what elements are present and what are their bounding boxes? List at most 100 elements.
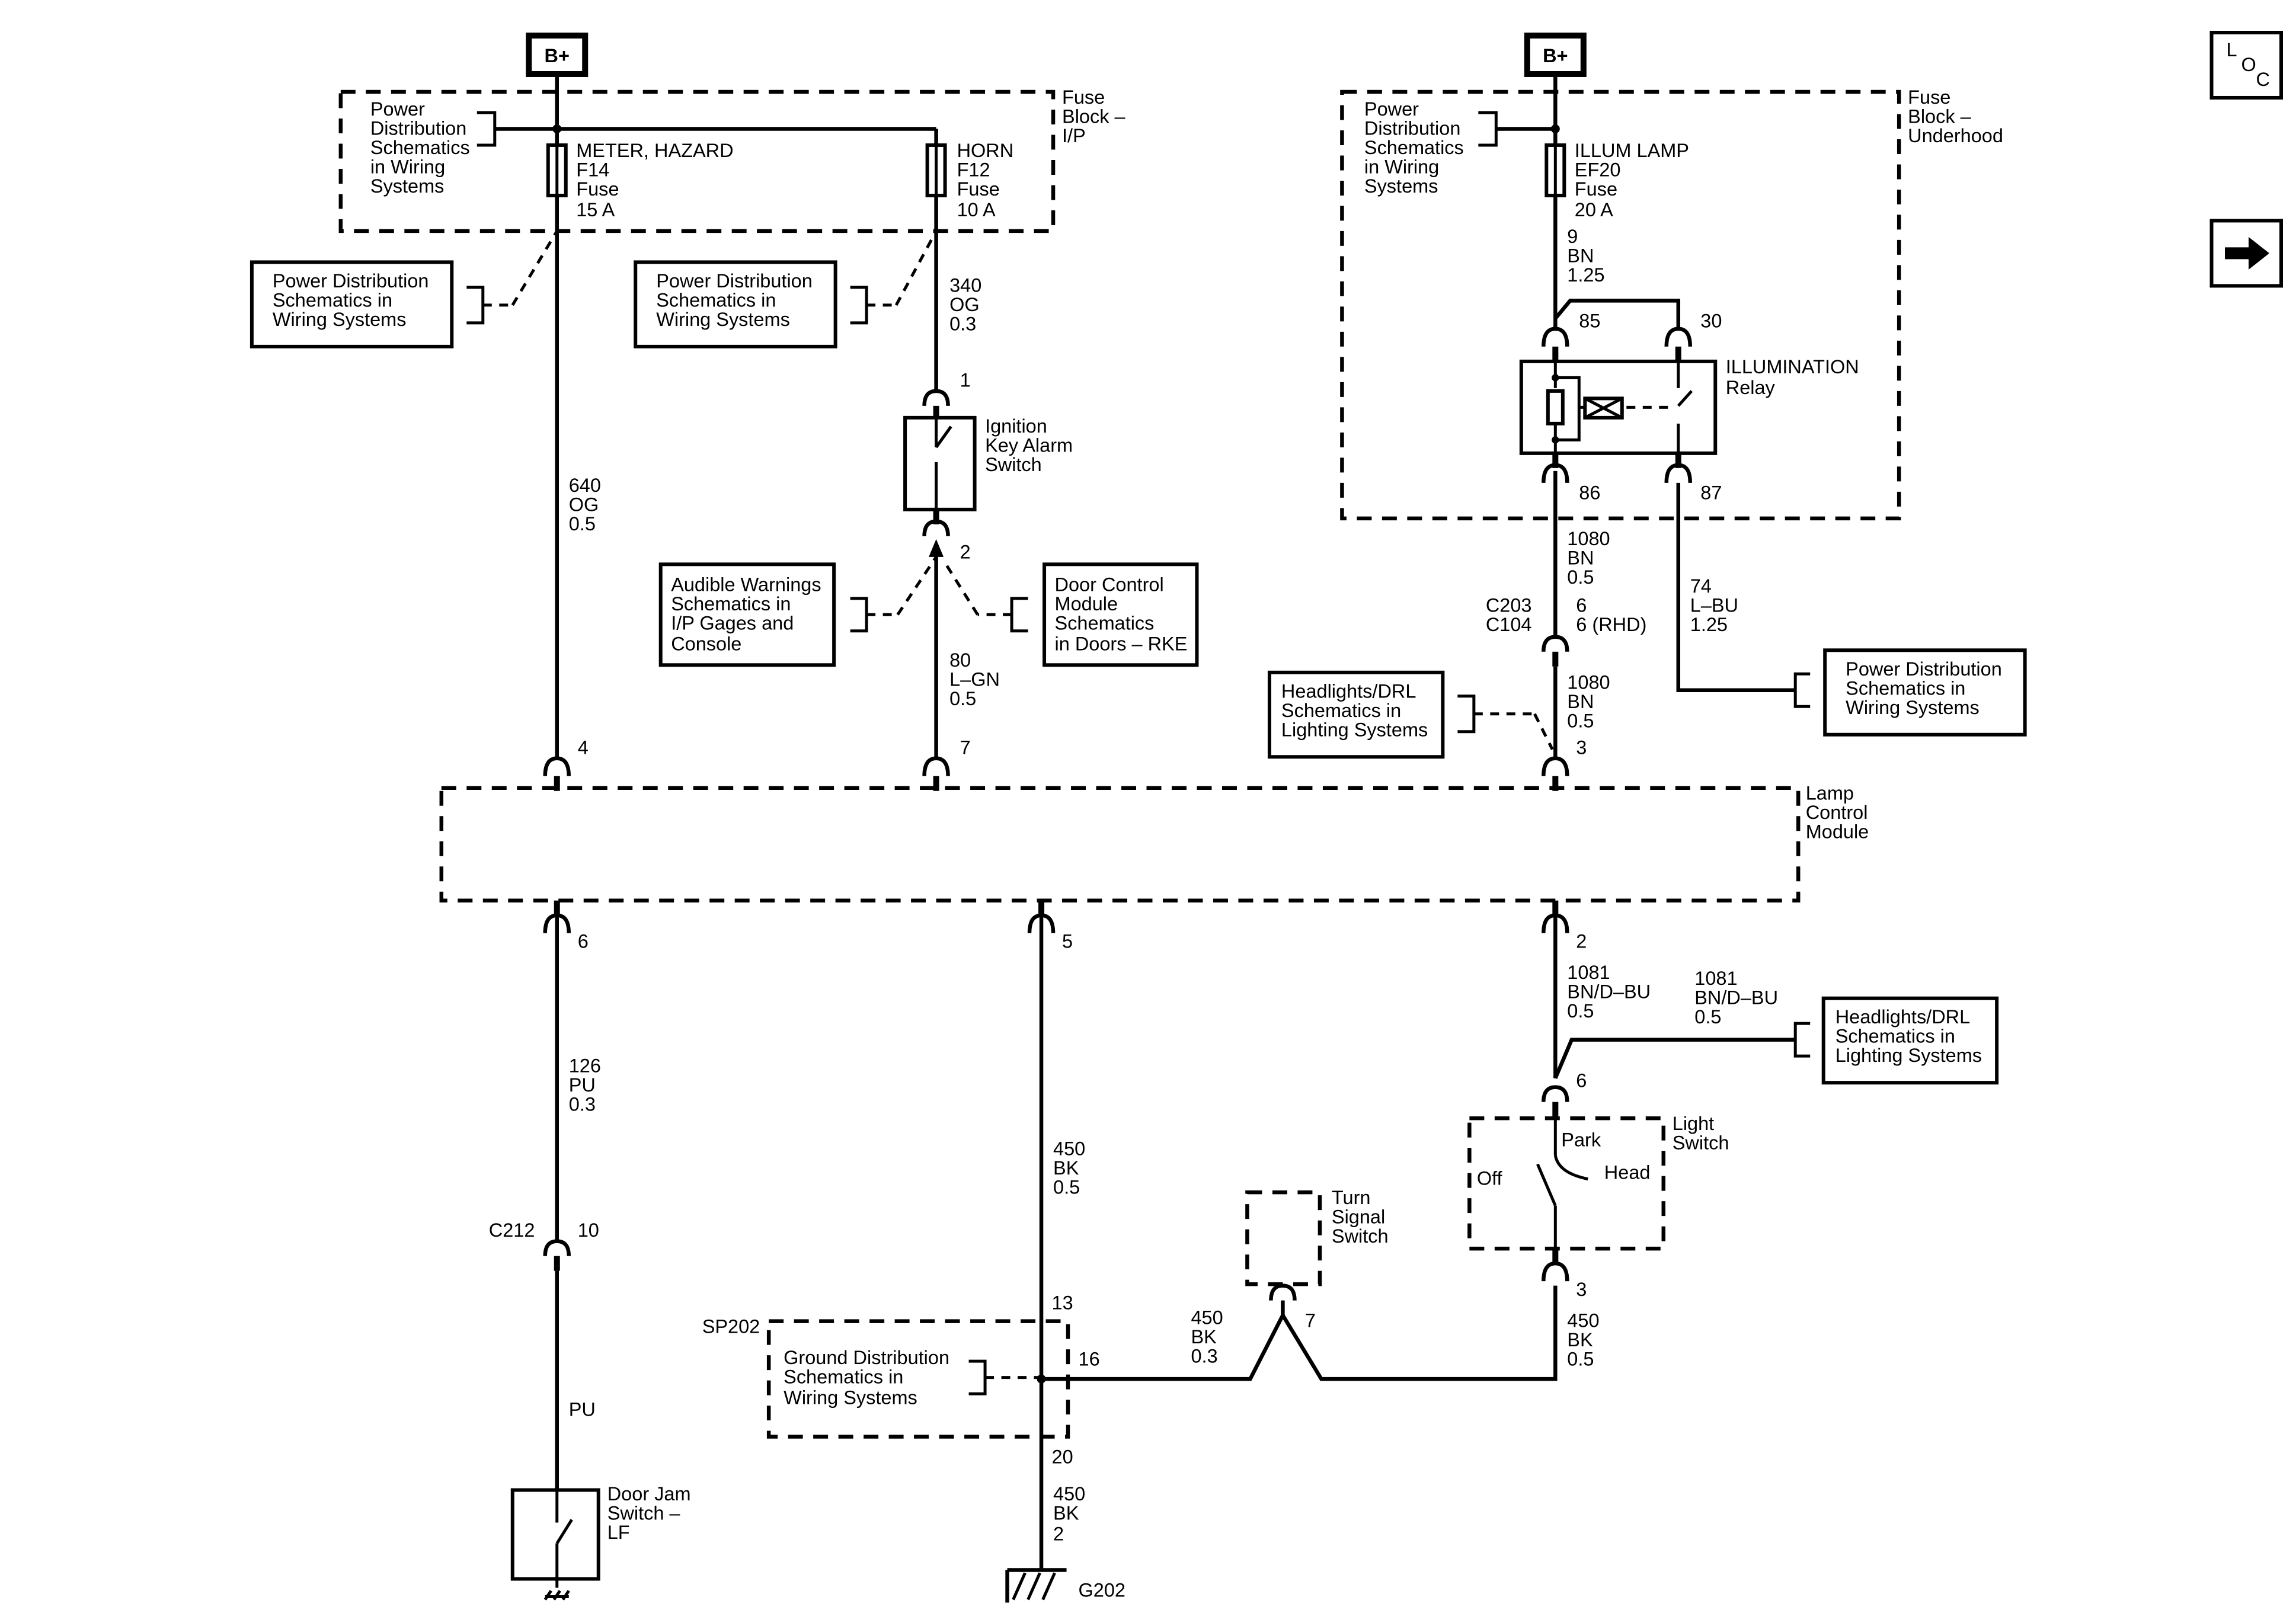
wire-640-label: 640 OG 0.5 — [569, 475, 606, 534]
fuse-ef20-label: ILLUM LAMP EF20 Fuse 20 A — [1575, 140, 1694, 220]
connector-c212-label: C212 — [489, 1219, 535, 1241]
battery-label: B+ — [545, 45, 570, 66]
svg-text:Power Distribution Schem: Power Distribution Schematics in Wiring … — [656, 270, 818, 330]
pin-2b-label: 2 — [1576, 931, 1587, 952]
turn-signal-switch: Turn Signal Switch — [1245, 1187, 1390, 1286]
fuse-block-underhood-label: Fuse Block – Underhood — [1908, 87, 2003, 146]
wire-450-b-label: 450 BK 0.3 — [1191, 1307, 1228, 1367]
relay-pin-87: 87 — [1700, 482, 1722, 503]
wire-1080-lower-label: 1080 BN 0.5 — [1567, 671, 1615, 731]
svg-text:Headlights/DRL Schematic: Headlights/DRL Schematics in Lighting Sy… — [1835, 1006, 1982, 1066]
svg-text:Turn Signal Switch: Turn Signal Switch — [1332, 1187, 1390, 1247]
sp202-pin-20: 20 — [1052, 1446, 1073, 1468]
pin-4-label: 4 — [578, 737, 589, 758]
pin-1-label: 1 — [960, 369, 971, 391]
light-park-label: Park — [1561, 1129, 1601, 1151]
svg-text:O: O — [2241, 54, 2256, 75]
svg-text:Ground Distribution Sche: Ground Distribution Schematics in Wiring… — [784, 1347, 955, 1408]
wire-1081-branch — [1553, 1038, 1796, 1079]
pin-3-label: 3 — [1576, 737, 1587, 758]
svg-text:Headlights/DRL Schematic: Headlights/DRL Schematics in Lighting Sy… — [1281, 680, 1428, 740]
loc-icon[interactable]: L O C — [2209, 30, 2284, 100]
wire-450-c-label: 450 BK 0.5 — [1567, 1310, 1604, 1370]
fuse-block-underhood-note: Power Distribution Schematics in Wiring … — [1364, 98, 1469, 197]
connector-c212 — [543, 1239, 571, 1256]
g202-label: G202 — [1079, 1580, 1125, 1601]
svg-text:Door Jam Switch –: Door Jam Switch – LF — [607, 1483, 696, 1543]
wire-pu-label: PU — [569, 1399, 596, 1420]
svg-text:Ignition Key Alarm: Ignition Key Alarm Switch — [985, 415, 1078, 475]
pin-5-label: 5 — [1062, 931, 1073, 952]
battery-label-right: B+ — [1543, 45, 1568, 66]
pin-2-label: 2 — [960, 541, 971, 562]
fuse-block-ip-label: Fuse Block – I/P — [1062, 87, 1131, 146]
ref-box-pd-mid: Power Distribution Schematics in Wiring … — [634, 230, 938, 348]
wire-126-label: 126 PU 0.3 — [569, 1055, 606, 1115]
fuse-f14-label: METER, HAZARD F14 Fuse 15 A — [576, 140, 738, 220]
pin-7-label: 7 — [960, 737, 971, 758]
lamp-control-module-label: Lamp Control Module — [1806, 783, 1873, 843]
wire-1080-upper-label: 1080 BN 0.5 — [1567, 528, 1615, 588]
wire-74-label: 74 L–BU 1.25 — [1690, 575, 1744, 635]
light-off-label: Off — [1477, 1168, 1503, 1189]
ref-box-pd-left: Power Distribution Schematics in Wiring … — [250, 230, 558, 348]
ref-box-headlights-upper: Headlights/DRL Schematics in Lighting Sy… — [1267, 670, 1554, 759]
wire-74 — [1676, 482, 1796, 693]
fuse-block-underhood: B+ Fuse Block – Underhood Power Distribu… — [1340, 32, 2003, 521]
wire-1081-a-label: 1081 BN/D–BU 0.5 — [1567, 962, 1656, 1022]
ref-box-audible-warnings: Audible Warnings Schematics in I/P Gages… — [658, 556, 938, 667]
lamp-control-module — [439, 786, 1801, 902]
connector-pin-4 — [543, 756, 571, 776]
sp202-pin-16: 16 — [1079, 1349, 1100, 1370]
light-switch: Park Off Head Light Switch — [1467, 1113, 1729, 1251]
wire-340-label: 340 OG 0.3 — [949, 274, 987, 334]
connector-pin-3-lcm — [1542, 756, 1569, 776]
wire-450-signal — [1041, 1285, 1558, 1381]
connector-c203 — [1542, 635, 1569, 652]
ref-box-door-control-module: Door Control Module Schematics in Doors … — [944, 562, 1199, 667]
light-pin-3-label: 3 — [1576, 1279, 1587, 1300]
wire-9-label: 9 BN 1.25 — [1567, 226, 1604, 286]
wire-80-label: 80 L–GN 0.5 — [949, 649, 1005, 709]
wire-450-d-label: 450 BK 2 — [1053, 1483, 1091, 1544]
ignition-key-alarm-switch: Ignition Key Alarm Switch — [903, 415, 1078, 511]
svg-text:Light Switch: Light Switch — [1673, 1113, 1729, 1153]
next-arrow-icon[interactable] — [2209, 219, 2284, 288]
wire-450-a-label: 450 BK 0.5 — [1053, 1138, 1091, 1198]
door-jam-switch-lf: Door Jam Switch – LF — [510, 1483, 696, 1601]
relay-pin-30: 30 — [1700, 310, 1722, 331]
light-head-label: Head — [1604, 1162, 1651, 1183]
relay-pin-86: 86 — [1579, 482, 1600, 503]
ref-box-pd-right: Power Distribution Schematics in Wiring … — [1793, 648, 2027, 737]
fuse-block-ip-outline — [338, 89, 1056, 233]
svg-text:Door Control Module: Door Control Module Schematics in Doors … — [1055, 574, 1188, 654]
c212-pin-label: 10 — [578, 1219, 599, 1241]
sp202-label: SP202 — [702, 1316, 760, 1337]
connector-pin-7-turn — [1269, 1283, 1297, 1301]
light-pin-6-label: 6 — [1576, 1070, 1587, 1092]
ref-box-headlights-lower: Headlights/DRL Schematics in Lighting Sy… — [1793, 996, 1999, 1085]
ref-box-ground-distribution: Ground Distribution Schematics in Wiring… — [775, 1339, 1042, 1410]
fuse-f12-label: HORN F12 Fuse 10 A — [957, 140, 1019, 220]
pin-6-label: 6 — [578, 931, 589, 952]
svg-text:Audible Warnings Schemat: Audible Warnings Schematics in I/P Gages… — [671, 574, 826, 654]
connector-pin-1 — [922, 389, 950, 406]
wire-1081-b-label: 1081 BN/D–BU 0.5 — [1694, 968, 1783, 1028]
connector-c203-pins: 6 6 (RHD) — [1576, 594, 1646, 635]
connector-pin-7 — [922, 756, 950, 776]
svg-text:C: C — [2256, 69, 2270, 90]
connector-pin-2 — [922, 519, 950, 536]
connector-pin-3-light — [1542, 1261, 1569, 1282]
svg-text:ILLUMINATION Relay: ILLUMINATION Relay — [1726, 356, 1865, 398]
svg-text:L: L — [2227, 39, 2237, 60]
connector-c203-label: C203 C104 — [1486, 594, 1537, 635]
connector-pin-6-light — [1542, 1085, 1569, 1102]
fuse-block-ip: B+ Fuse Block – I/P Power Distribution S… — [338, 32, 1131, 233]
fuse-block-ip-note: Power Distribution Schematics in Wiring … — [370, 98, 475, 197]
illumination-relay: ILLUMINATION Relay — [1519, 356, 1865, 455]
relay-pin-85: 85 — [1579, 310, 1600, 331]
svg-text:Power Distribution Schem: Power Distribution Schematics in Wiring … — [273, 270, 434, 330]
turn-pin-7-label: 7 — [1305, 1310, 1316, 1331]
sp202-pin-13: 13 — [1052, 1292, 1073, 1314]
